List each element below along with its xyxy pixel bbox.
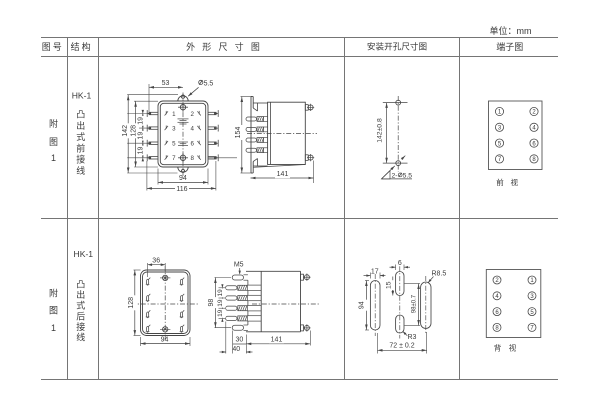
svg-text:安装开孔尺寸图: 安装开孔尺寸图 (367, 41, 427, 52)
svg-text:94: 94 (179, 175, 187, 182)
svg-text:1: 1 (172, 111, 176, 118)
svg-text:图号: 图号 (42, 42, 64, 52)
svg-text:图: 图 (49, 137, 58, 147)
svg-text:1: 1 (51, 153, 56, 163)
svg-text:53: 53 (162, 80, 170, 87)
svg-text:7: 7 (530, 326, 534, 332)
svg-text:36: 36 (152, 257, 160, 264)
svg-text:线: 线 (76, 165, 85, 176)
svg-text:2: 2 (495, 278, 499, 284)
svg-text:背: 背 (494, 343, 502, 353)
svg-text:19: 19 (138, 132, 145, 140)
svg-text:19: 19 (217, 289, 224, 297)
svg-text:式: 式 (76, 131, 85, 142)
svg-text:6: 6 (532, 141, 536, 147)
svg-text:128: 128 (130, 125, 137, 137)
svg-text:142±0.8: 142±0.8 (376, 118, 383, 143)
svg-text:5: 5 (498, 141, 502, 147)
svg-text:2: 2 (532, 110, 536, 116)
svg-text:出: 出 (76, 120, 85, 131)
svg-text:2: 2 (190, 111, 194, 118)
svg-text:附: 附 (49, 118, 58, 129)
svg-text:94: 94 (161, 336, 169, 343)
svg-text:141: 141 (271, 337, 283, 344)
svg-text:凸: 凸 (76, 280, 85, 290)
svg-text:前: 前 (496, 177, 504, 187)
svg-text:19: 19 (217, 309, 224, 317)
svg-text:4: 4 (190, 125, 194, 132)
svg-text:6: 6 (398, 260, 402, 267)
svg-text:外形尺寸图: 外形尺寸图 (186, 41, 267, 52)
svg-text:98: 98 (208, 299, 215, 307)
svg-text:8: 8 (532, 157, 536, 163)
svg-text:154: 154 (235, 127, 242, 139)
svg-text:R3: R3 (408, 334, 417, 341)
svg-text:5.5: 5.5 (403, 172, 413, 179)
svg-text:R8.5: R8.5 (432, 270, 447, 277)
svg-text:72 ± 0.2: 72 ± 0.2 (389, 343, 414, 350)
svg-text:单位：mm: 单位：mm (490, 25, 532, 36)
svg-text:HK-1: HK-1 (74, 249, 94, 259)
svg-text:17: 17 (371, 268, 379, 275)
svg-text:7: 7 (172, 155, 176, 162)
svg-text:6: 6 (190, 141, 194, 148)
svg-text:98±0.7: 98±0.7 (411, 294, 417, 313)
svg-text:5: 5 (172, 141, 176, 148)
svg-text:94: 94 (359, 301, 366, 309)
svg-text:视: 视 (511, 177, 519, 187)
svg-text:3: 3 (498, 126, 502, 132)
svg-text:4: 4 (532, 126, 536, 132)
svg-text:40: 40 (232, 346, 240, 353)
svg-text:出: 出 (76, 289, 85, 300)
svg-text:1: 1 (530, 278, 534, 284)
svg-text:1: 1 (498, 110, 502, 116)
svg-text:M5: M5 (234, 262, 244, 269)
svg-text:前: 前 (76, 142, 85, 153)
svg-text:结构: 结构 (71, 41, 93, 52)
svg-text:凸: 凸 (76, 110, 85, 120)
svg-text:3: 3 (172, 125, 176, 132)
svg-text:接: 接 (76, 154, 85, 165)
svg-text:线: 线 (76, 332, 85, 343)
svg-text:142: 142 (122, 125, 129, 137)
svg-text:8: 8 (190, 155, 194, 162)
svg-text:视: 视 (509, 343, 517, 353)
svg-text:1: 1 (51, 323, 56, 333)
svg-text:5.5: 5.5 (204, 80, 214, 87)
svg-text:式: 式 (76, 300, 85, 311)
svg-text:后: 后 (76, 311, 85, 321)
svg-text:接: 接 (76, 321, 85, 332)
svg-text:图: 图 (49, 305, 58, 315)
svg-text:116: 116 (176, 186, 187, 193)
svg-text:128: 128 (128, 297, 135, 309)
svg-text:141: 141 (277, 171, 289, 178)
svg-text:7: 7 (498, 157, 502, 163)
svg-text:HK-1: HK-1 (72, 91, 92, 101)
svg-text:19: 19 (138, 147, 145, 155)
svg-text:4: 4 (495, 294, 499, 300)
svg-text:19: 19 (217, 299, 224, 307)
svg-text:30: 30 (236, 337, 244, 344)
svg-text:8: 8 (495, 326, 499, 332)
svg-text:3: 3 (530, 294, 534, 300)
svg-text:附: 附 (49, 288, 58, 299)
svg-text:15: 15 (385, 281, 392, 289)
svg-text:5: 5 (530, 310, 534, 316)
svg-text:19: 19 (138, 117, 145, 125)
svg-text:端子图: 端子图 (496, 41, 523, 52)
svg-text:6: 6 (495, 310, 499, 316)
svg-text:2-: 2- (392, 172, 398, 179)
